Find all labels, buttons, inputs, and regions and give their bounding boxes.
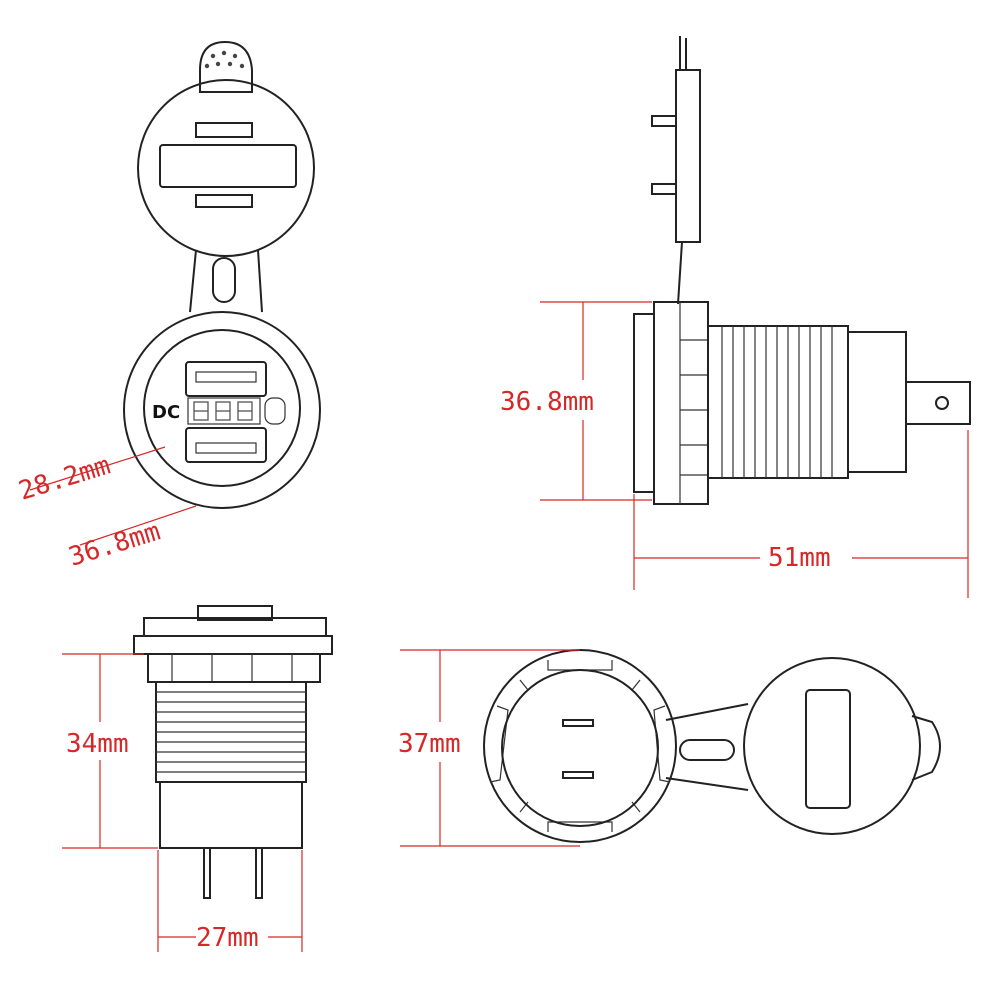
socket-inner-face (143, 329, 301, 487)
back-cap-recess (805, 689, 851, 809)
profile-view: 34mm 27mm (62, 605, 333, 953)
strap-hole (212, 257, 236, 303)
cap-strap-side (677, 241, 683, 305)
usb-port-bottom (185, 427, 267, 463)
terminal-pin-right (255, 847, 263, 899)
dim-body-width: 27mm (196, 923, 259, 953)
cap-tab (199, 40, 253, 93)
thread-lines-profile (156, 691, 306, 773)
back-slot-bottom (562, 771, 594, 779)
back-cap-tab (911, 715, 941, 781)
socket-outer-circle (123, 311, 321, 509)
cap-slot-bottom (195, 194, 253, 208)
body-profile (159, 781, 303, 849)
cap-side-pin-1 (651, 115, 677, 127)
nut-profile (147, 653, 321, 683)
cap-side-pin-2 (651, 183, 677, 195)
front-view: DC 28.2mm 36.8mm (15, 40, 321, 573)
usb-port-top-tongue (195, 371, 257, 383)
flange-nut (653, 301, 709, 505)
dim-side-flange-height: 36.8mm (500, 387, 594, 417)
dim-front-outer-diameter: 36.8mm (65, 517, 164, 573)
threaded-body (707, 325, 849, 479)
side-view: 36.8mm 51mm (500, 36, 971, 598)
cap-plug-recess (159, 144, 297, 188)
back-slot-top (562, 719, 594, 727)
usb-port-top (185, 361, 267, 397)
nut-profile-segments (171, 654, 293, 682)
dim-cap-height: 37mm (398, 729, 461, 759)
back-outer-ring (483, 649, 677, 843)
nut-segments (679, 302, 708, 504)
rear-housing (847, 331, 907, 473)
cap-side-body (675, 69, 701, 243)
cap-outer-circle (137, 79, 315, 257)
dim-front-inner-diameter: 28.2mm (15, 451, 114, 507)
thread-lines-side (721, 326, 833, 478)
dim-side-total-length: 51mm (768, 543, 831, 573)
usb-port-bottom-tongue (195, 442, 257, 454)
dim-thread-height: 34mm (66, 729, 129, 759)
terminal-pin-left (203, 847, 211, 899)
voltmeter-display (187, 397, 261, 425)
flange-rim-profile (133, 635, 333, 655)
terminal-hole (935, 396, 949, 410)
grip-dots (204, 50, 245, 69)
flange-front (633, 313, 655, 493)
back-strap (665, 703, 749, 791)
dc-marking: DC (152, 402, 180, 423)
cap-top-profile (197, 605, 273, 621)
back-strap-hole (679, 739, 735, 761)
back-view: 37mm (398, 649, 941, 847)
strap-edges (189, 249, 263, 313)
terminal-tab (905, 381, 971, 425)
indicator-led (264, 397, 286, 425)
leader-28-2 (29, 446, 166, 491)
cap-slot-top (195, 122, 253, 138)
back-cap-circle (743, 657, 921, 835)
voltmeter-digits (193, 401, 253, 421)
back-ring-notches (489, 660, 671, 832)
leader-36-8-front (79, 505, 197, 546)
back-inner-circle (501, 669, 659, 827)
